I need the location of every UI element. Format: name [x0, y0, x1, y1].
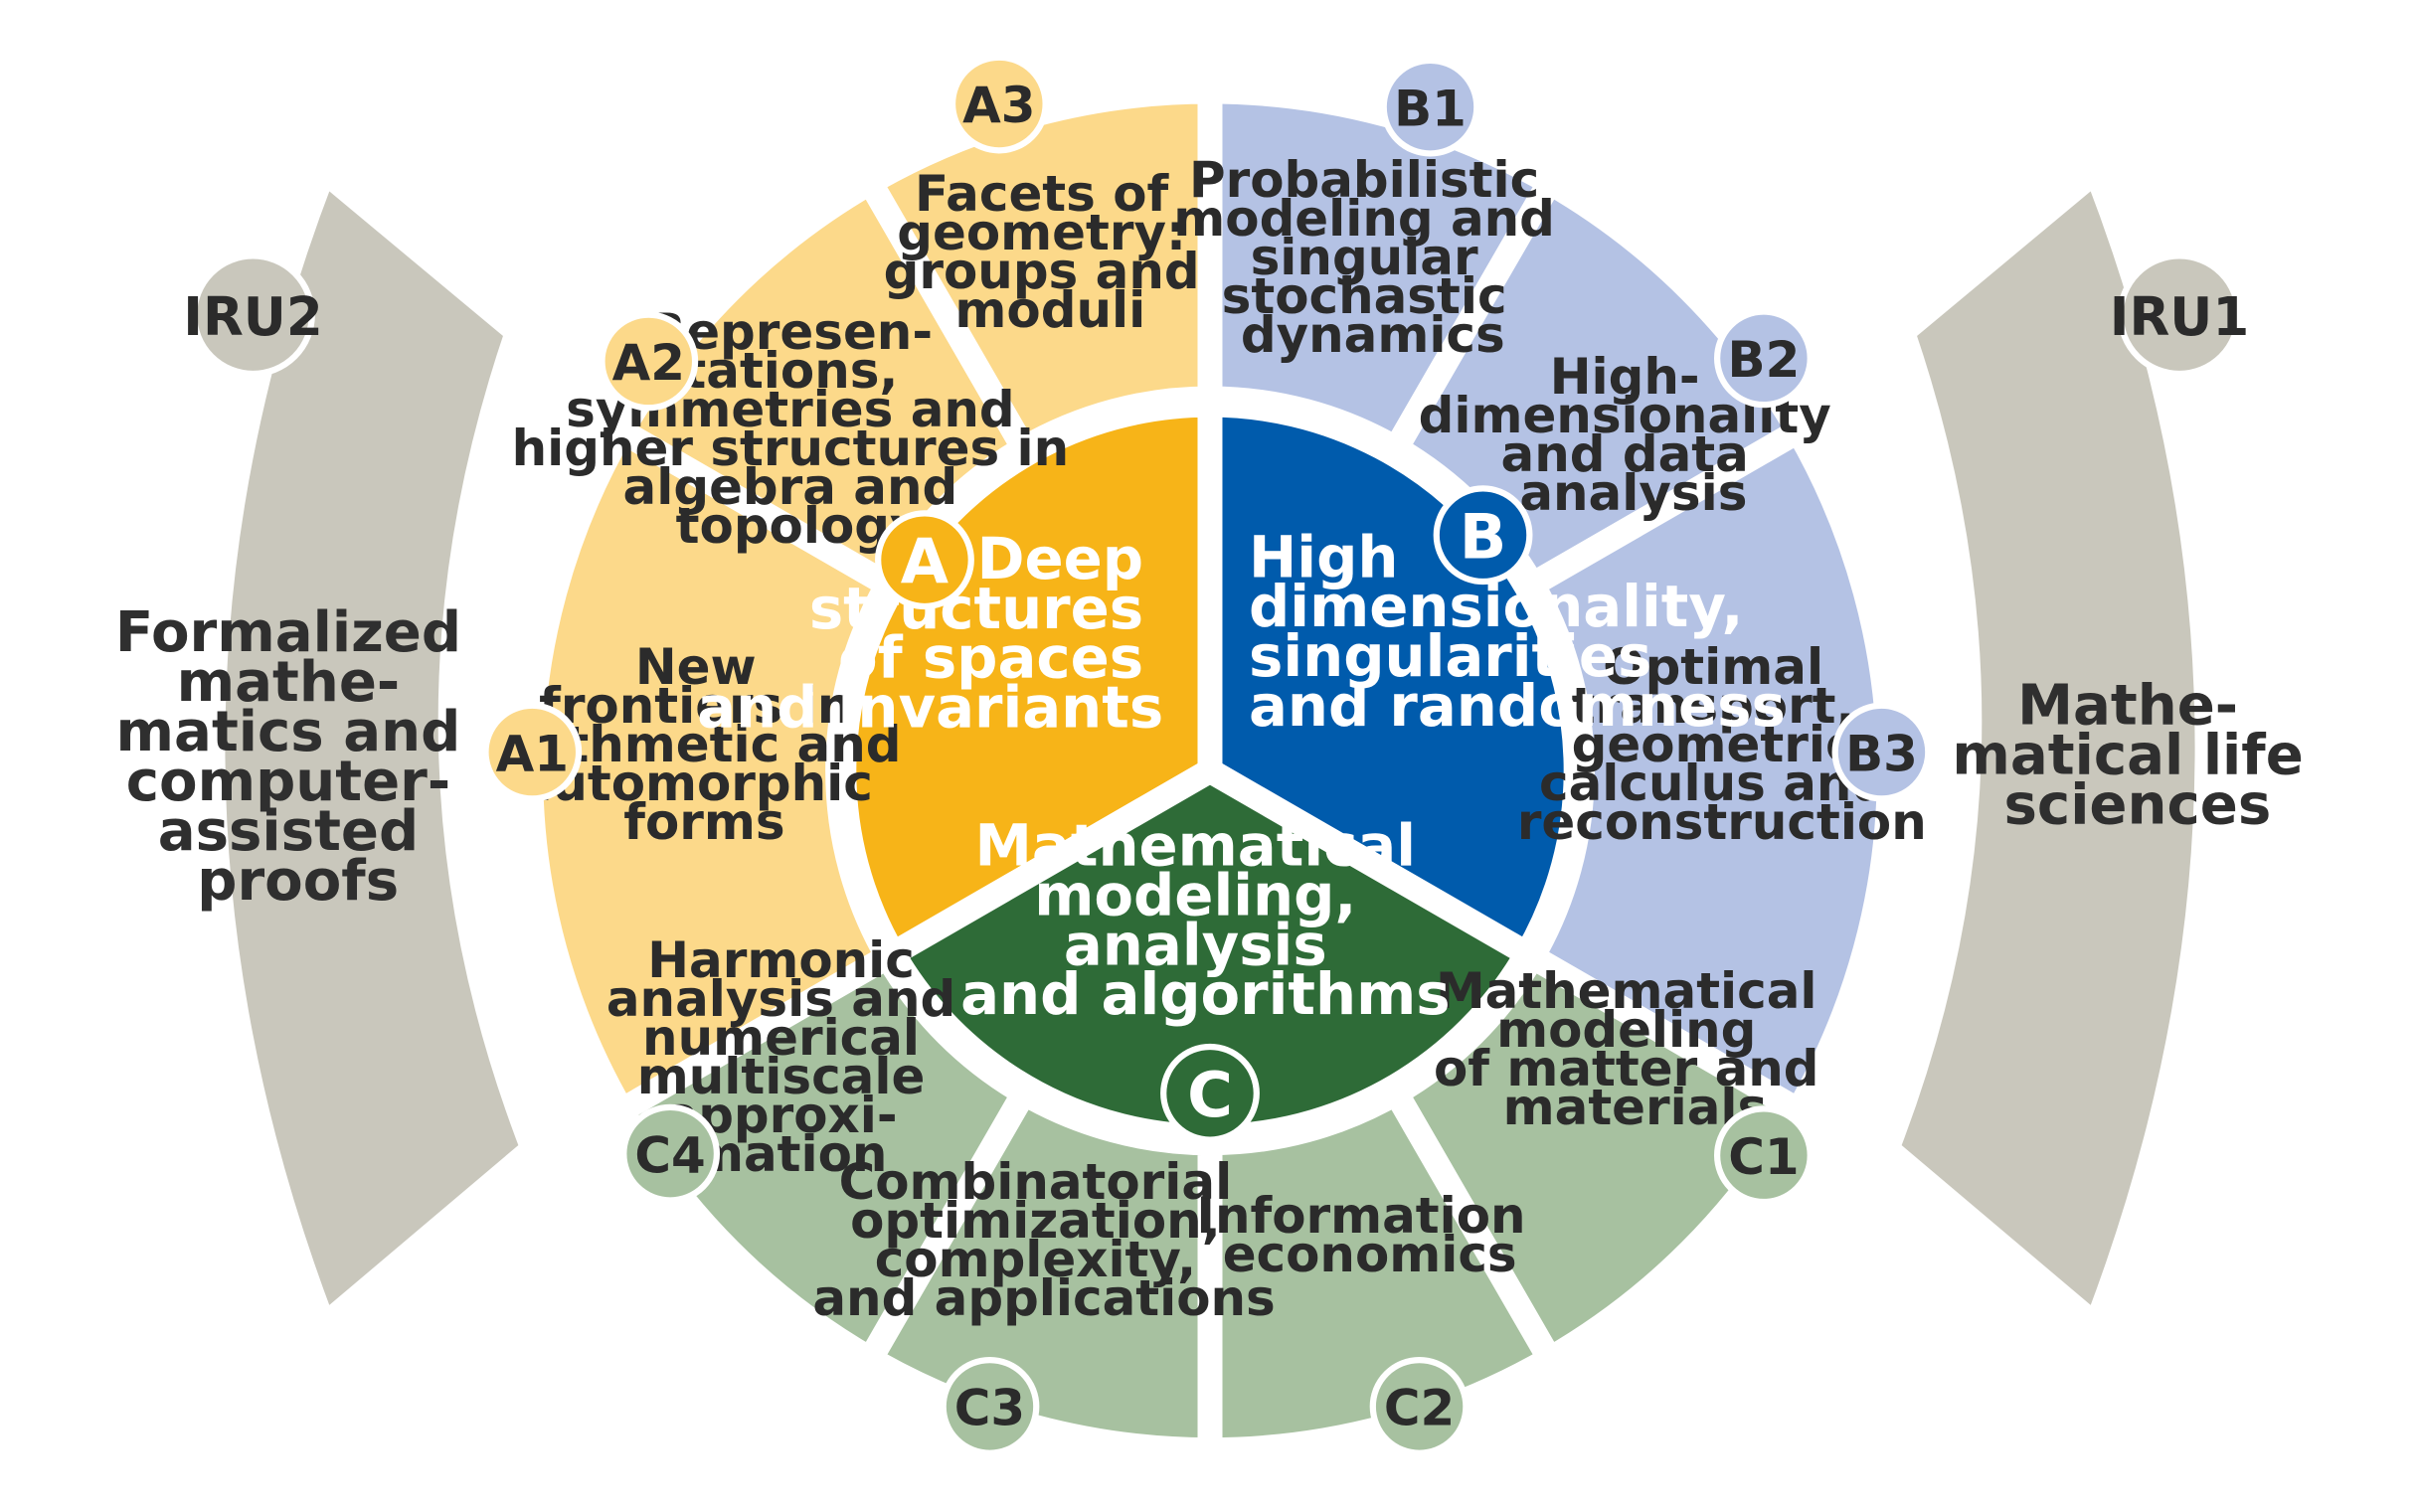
iru1-line-2: matical life	[1952, 723, 2303, 787]
svg-text:C: C	[1187, 1059, 1233, 1131]
iru1-group: Mathe- matical life sciences IRU1	[1884, 170, 2323, 1326]
svg-text:A3: A3	[962, 77, 1035, 134]
svg-text:A2: A2	[612, 334, 685, 392]
segment-C3-label: Combinatorial optimization, complexity, …	[812, 1153, 1275, 1327]
iru1-line-3: sciences	[2003, 772, 2271, 837]
iru2-line-6: proofs	[197, 849, 399, 914]
badge-area-C: C	[1160, 1043, 1260, 1143]
segment-labels: Facets of geometry: groups and moduli Re…	[490, 151, 1927, 1327]
iru1-line-1: Mathe-	[2017, 674, 2238, 739]
iru2-line-5: assisted	[158, 799, 419, 864]
svg-text:A1: A1	[496, 725, 569, 782]
badge-area-A: A	[875, 510, 974, 610]
iru2-line-4: computer-	[126, 750, 450, 814]
area-A-title: Deep structures of spaces and invariants	[697, 525, 1163, 742]
badge-B2: B2	[1713, 308, 1814, 409]
svg-text:C4: C4	[634, 1126, 705, 1184]
svg-text:B2: B2	[1728, 331, 1801, 389]
svg-text:B1: B1	[1394, 80, 1467, 137]
segment-B1-label: Probabilistic modeling and singular stoc…	[1173, 151, 1572, 364]
core-labels: Deep structures of spaces and invariants…	[697, 523, 1786, 1028]
badge-C4: C4	[620, 1103, 721, 1204]
segment-B3-label: Optimal transport, geometric calculus an…	[1517, 638, 1927, 851]
iru2-badge-label: IRU2	[183, 286, 322, 348]
segment-C1-label: Mathematical modeling of matter and mate…	[1434, 962, 1836, 1136]
segment-B2-label: High- dimensionality and data analysis	[1419, 348, 1849, 522]
iru1-badge: IRU1	[2110, 252, 2250, 378]
segment-badges: A3 A2 A1 B1 B2 B3 C1 C2	[482, 54, 1932, 1456]
svg-text:B3: B3	[1845, 725, 1918, 782]
badge-C2: C2	[1369, 1357, 1469, 1456]
iru1-arc	[1884, 170, 2211, 1326]
svg-text:A: A	[901, 526, 949, 598]
badge-B3: B3	[1831, 702, 1932, 802]
iru2-badge: IRU2	[183, 252, 323, 378]
badge-A3: A3	[949, 54, 1049, 154]
iru2-line-2: mathe-	[177, 650, 401, 715]
segment-A3-label: Facets of geometry: groups and moduli	[884, 165, 1217, 339]
iru2-arc	[209, 170, 536, 1326]
iru1-badge-label: IRU1	[2110, 286, 2250, 348]
iru2-line-3: matics and	[116, 700, 461, 764]
segments-layer	[518, 79, 1902, 1463]
svg-text:C3: C3	[954, 1380, 1025, 1437]
segment-A2-label: Represen- tations, symmetries and higher…	[512, 303, 1087, 555]
core-badges: A B C	[875, 485, 1533, 1143]
area-C-title: Mathematical modeling, analysis and algo…	[960, 811, 1450, 1028]
badge-C3: C3	[940, 1357, 1040, 1456]
segment-C4-label: Harmonic analysis and numerical multisca…	[606, 931, 973, 1183]
area-B-title: High dimensionality, singularities and r…	[1249, 523, 1786, 740]
segment-C2-label: Information economics	[1196, 1187, 1543, 1283]
badge-area-B: B	[1433, 485, 1533, 586]
svg-text:B: B	[1460, 501, 1507, 574]
svg-text:C1: C1	[1728, 1128, 1799, 1186]
badge-B1: B1	[1380, 57, 1480, 157]
badge-C1: C1	[1713, 1105, 1814, 1206]
iru2-group: Formalized mathe- matics and computer- a…	[115, 170, 536, 1326]
badge-A1: A1	[482, 702, 583, 802]
badge-A2: A2	[599, 311, 699, 412]
svg-text:C2: C2	[1384, 1380, 1455, 1437]
iru2-label: Formalized mathe- matics and computer- a…	[115, 600, 481, 914]
iru1-label: Mathe- matical life sciences	[1952, 674, 2323, 838]
